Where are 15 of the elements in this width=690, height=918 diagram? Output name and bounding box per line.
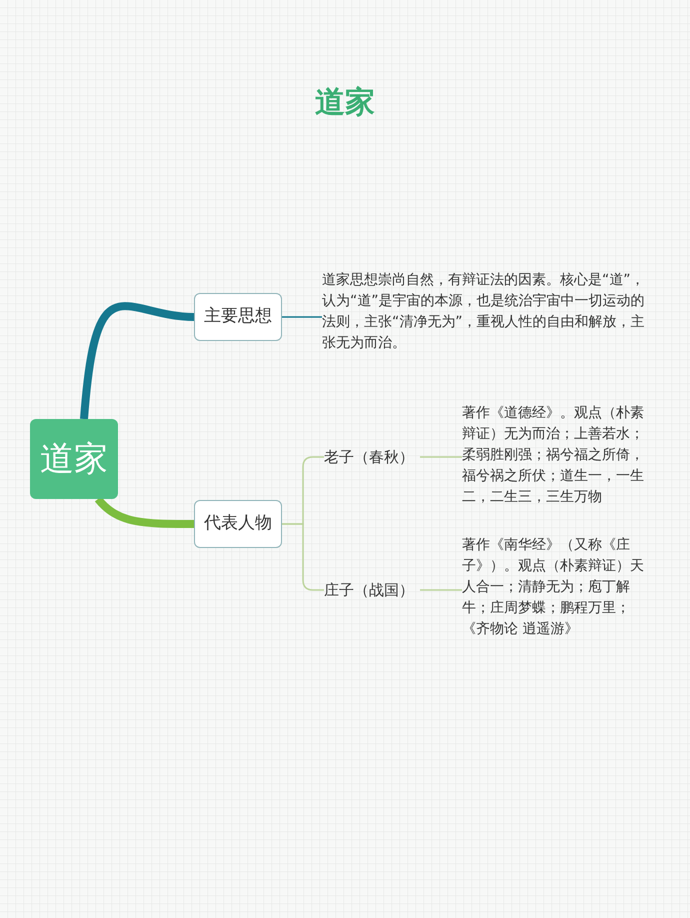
central-topic-box: 道家 (30, 419, 118, 499)
subtopic-label: 老子（春秋） (324, 445, 420, 469)
branch-connector (95, 496, 194, 528)
topic-note: 道家思想崇尚自然，有辩证法的因素。核心是“道”，认为“道”是宇宙的本源，也是统治宇宙中一切运动的法则，主张“清净无为”，重视人性的自由和解放，主张无为而治。 (322, 270, 648, 364)
connector-line (420, 456, 462, 458)
topic-note: 著作《道德经》。观点（朴素辩证）无为而治；上善若水；柔弱胜刚强；祸兮福之所倚，福兮祸之所伏；道生一，一生二，二生三，三生万物 (462, 403, 656, 515)
subtopic-label: 庄子（战国） (324, 578, 420, 602)
topic-box: 主要思想 (194, 293, 282, 341)
topic-note: 著作《南华经》（又称《庄子》）。观点（朴素辩证）天人合一；清静无为；庖丁解牛；庄周梦蝶；鹏程万里；《齐物论 逍遥游》 (462, 535, 646, 649)
connector-line (282, 523, 324, 591)
branch-connector (80, 302, 194, 420)
title: 道家 (314, 84, 376, 122)
topic-box: 代表人物 (194, 500, 282, 548)
connector-line (420, 589, 462, 591)
connector-line (282, 316, 322, 318)
